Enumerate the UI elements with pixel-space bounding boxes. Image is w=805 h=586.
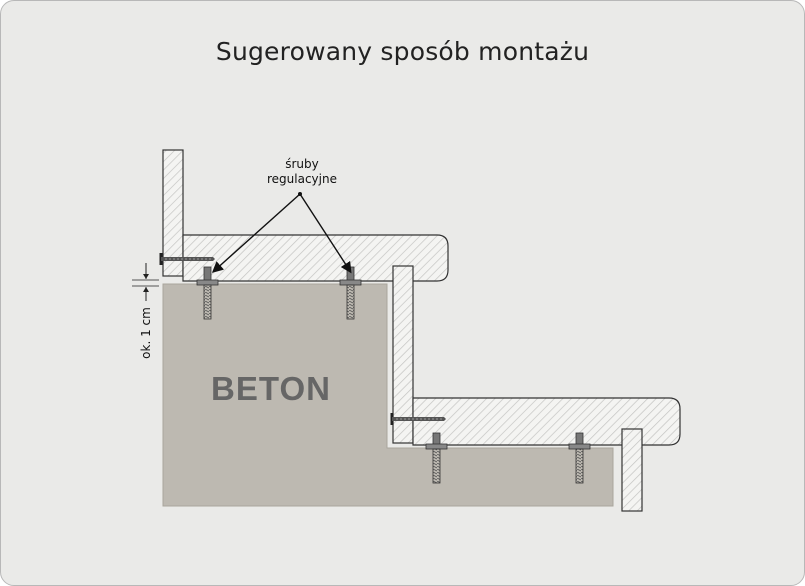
adjustment-screw-icon [425,432,448,484]
lower-riser-board [621,428,643,512]
adjustment-screw-icon [196,266,219,320]
screws-label-line1: śruby [285,157,319,171]
dimension-marker-icon [132,263,159,301]
arrow-icon [211,192,352,274]
wood-screw-icon [159,253,215,265]
upper-riser-board [162,149,184,277]
lower-tread-board [412,397,681,446]
adjustment-screw-icon [568,432,591,484]
page-title: Sugerowany sposób montażu [215,37,590,66]
middle-riser-board [392,265,414,444]
upper-tread-board [182,234,449,282]
concrete-block [162,283,614,507]
wood-screw-icon [390,413,446,425]
adjustment-screw-icon [339,266,362,320]
dimension-label: ok. 1 cm [139,307,153,359]
material-label: BETON [211,370,331,407]
screws-label-line2: regulacyjne [267,172,337,186]
